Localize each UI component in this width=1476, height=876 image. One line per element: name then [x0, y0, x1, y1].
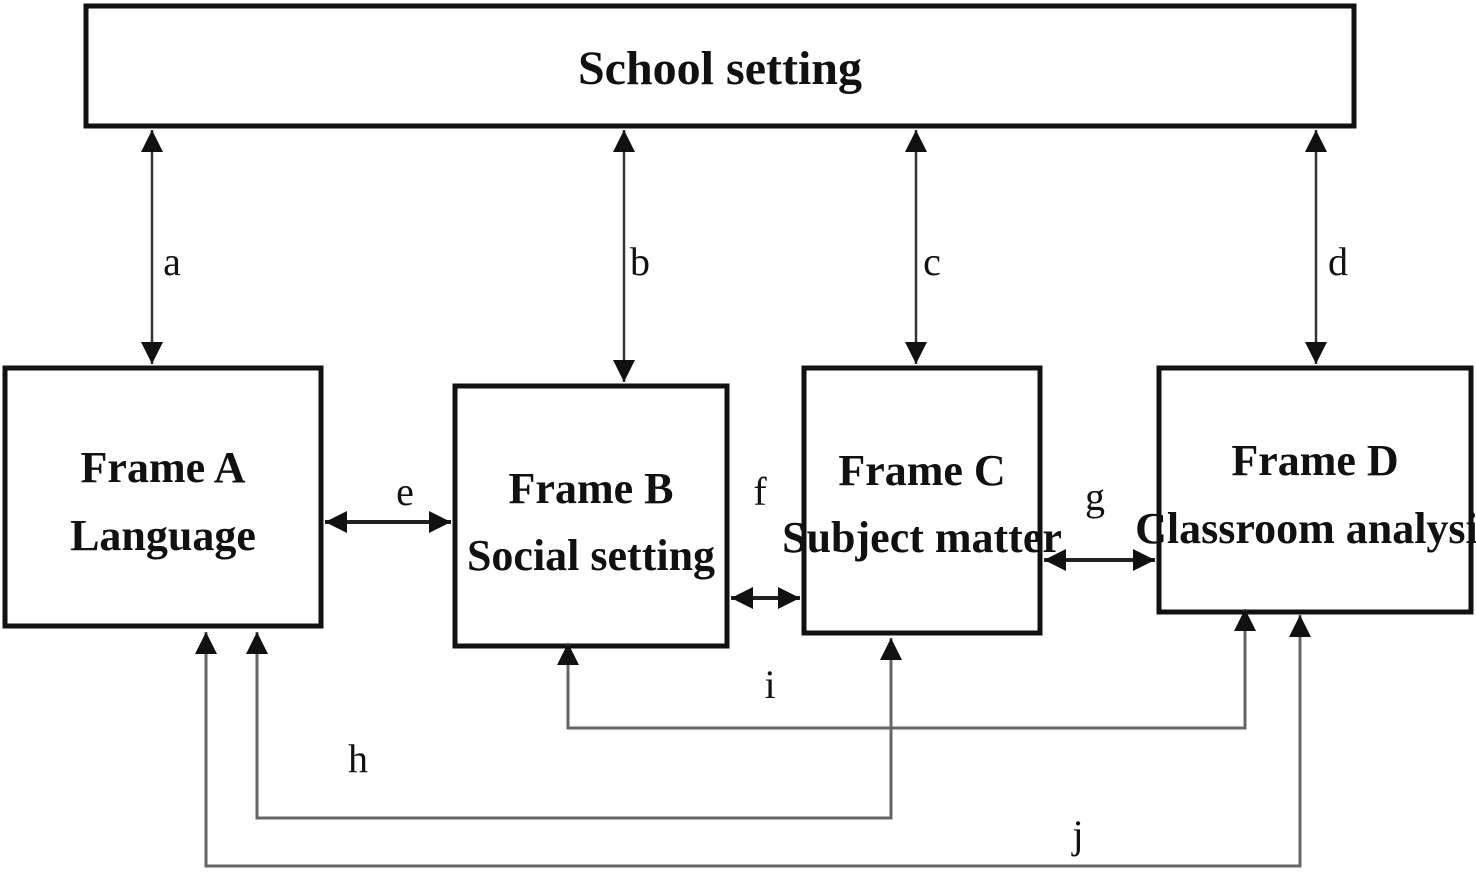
edge-j-connector	[195, 615, 1311, 868]
frame-c-box	[801, 365, 1043, 636]
frame-c-subtitle: Subject matter	[782, 513, 1062, 562]
school-setting-box	[83, 3, 1357, 129]
edge-i-label: i	[764, 662, 775, 707]
frame-b-node: Frame B Social setting	[452, 383, 730, 649]
frame-b-title: Frame B	[509, 464, 674, 513]
edge-a-label: a	[163, 239, 181, 284]
frame-b-box	[452, 383, 730, 649]
frame-c-node: Frame C Subject matter	[782, 365, 1062, 636]
frame-d-subtitle: Classroom analysis	[1135, 504, 1476, 553]
edge-h-label: h	[348, 736, 368, 781]
edge-h-connector	[246, 632, 902, 820]
edge-e-label: e	[396, 469, 414, 514]
frame-c-title: Frame C	[838, 446, 1005, 495]
edge-d-label: d	[1328, 239, 1348, 284]
school-setting-node: School setting	[83, 3, 1357, 129]
edge-c-label: c	[923, 239, 941, 284]
frame-a-box	[2, 365, 324, 629]
frame-a-node: Frame A Language	[2, 365, 324, 629]
frame-d-title: Frame D	[1231, 436, 1398, 485]
edge-i-connector	[557, 609, 1256, 730]
frame-d-node: Frame D Classroom analysis	[1135, 365, 1476, 615]
edge-b-label: b	[630, 239, 650, 284]
frame-b-subtitle: Social setting	[467, 531, 715, 580]
edge-g-label: g	[1085, 474, 1105, 519]
frame-a-subtitle: Language	[70, 511, 256, 560]
edge-f-label: f	[753, 469, 767, 514]
frame-d-box	[1156, 365, 1474, 615]
frame-a-title: Frame A	[81, 443, 246, 492]
edge-j-label: j	[1070, 812, 1083, 857]
school-setting-label: School setting	[578, 42, 862, 95]
